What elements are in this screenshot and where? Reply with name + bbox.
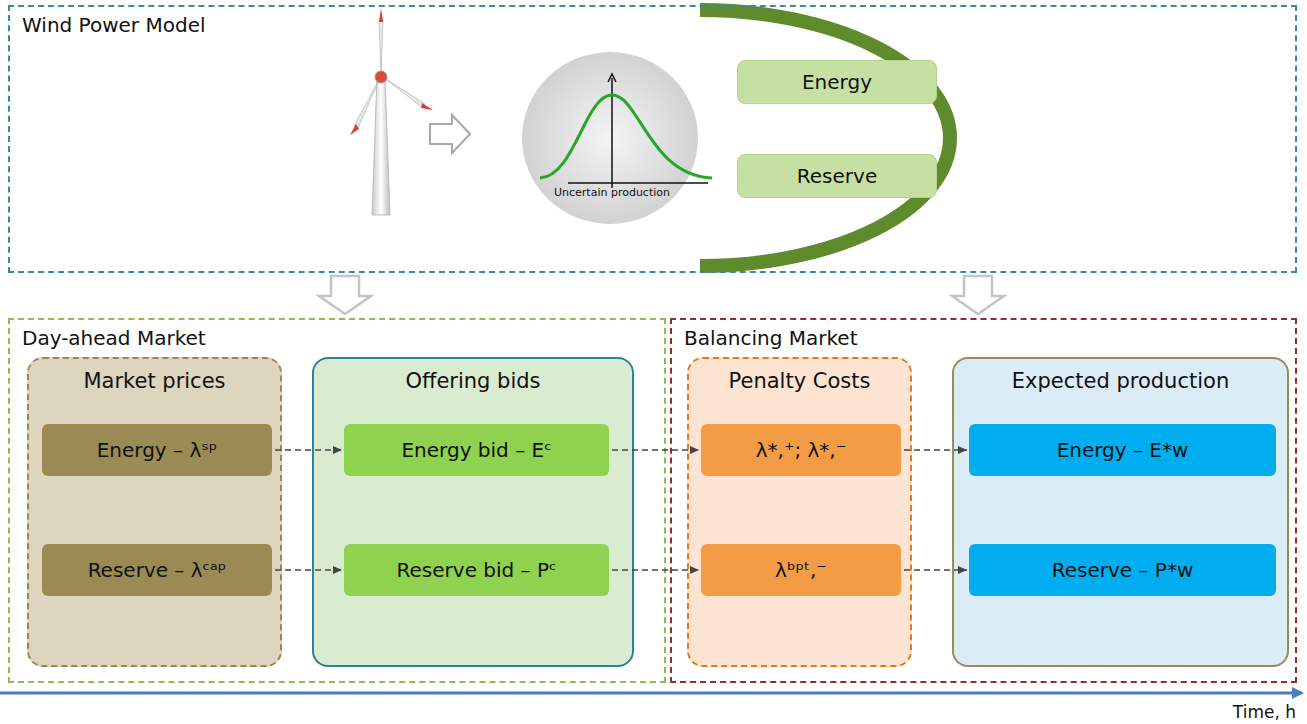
hollow-arrow	[319, 276, 371, 314]
dashed-arrow	[612, 449, 699, 451]
box-heading: Day-ahead Market	[22, 326, 206, 350]
box-heading: Penalty Costs	[689, 369, 910, 393]
group-box: Penalty Costs λ*,⁺; λ*,⁻ λᵇᵖᵗ,⁻	[687, 357, 912, 667]
penalty-box: λᵇᵖᵗ,⁻	[701, 544, 901, 596]
price-box: Reserve – λᶜᵃᵖ	[42, 544, 272, 596]
wind-turbine	[350, 8, 433, 215]
box-label: λᵇᵖᵗ,⁻	[775, 558, 827, 582]
box-label: λ*,⁺; λ*,⁻	[756, 438, 847, 462]
dashed-arrow	[275, 569, 342, 571]
grouping-arc	[700, 10, 950, 266]
box-label: Energy	[802, 70, 872, 94]
group-box: Offering bidsEnergy bid – Eᶜ Reserve bid …	[312, 357, 634, 667]
box-label: Energy bid – Eᶜ	[401, 438, 551, 462]
bid-box: Reserve bid – Pᶜ	[344, 544, 609, 596]
box-heading: Expected production	[954, 369, 1287, 393]
axis-label: Time, h	[1233, 702, 1296, 722]
output-pill: Energy	[737, 60, 937, 104]
box-heading: Offering bids	[314, 369, 632, 393]
group-box: Expected productionEnergy – E*wReserve –…	[952, 357, 1289, 667]
group-box: Market pricesEnergy – λˢᵖReserve – λᶜᵃᵖ	[27, 357, 282, 667]
penalty-box: λ*,⁺; λ*,⁻	[701, 424, 901, 476]
hollow-arrow	[952, 276, 1004, 314]
box-label: Reserve	[797, 164, 877, 188]
box-label: Reserve – P*w	[1052, 558, 1194, 582]
box-label: Energy – E*w	[1057, 438, 1189, 462]
production-box: Energy – E*w	[969, 424, 1276, 476]
price-box: Energy – λˢᵖ	[42, 424, 272, 476]
dashed-arrow	[904, 569, 967, 571]
box-heading: Balancing Market	[684, 326, 858, 350]
bid-box: Energy bid – Eᶜ	[344, 424, 609, 476]
dashed-arrow	[275, 449, 342, 451]
box-label: Energy – λˢᵖ	[97, 438, 218, 462]
box-label: Reserve – λᶜᵃᵖ	[88, 558, 227, 582]
distribution-plot	[522, 52, 712, 224]
market-panel: Day-ahead MarketMarket pricesEnergy – λˢ…	[8, 318, 666, 683]
production-box: Reserve – P*w	[969, 544, 1276, 596]
box-heading: Market prices	[29, 369, 280, 393]
output-pill: Reserve	[737, 154, 937, 198]
dashed-arrow	[904, 449, 967, 451]
box-heading: Wind Power Model	[22, 13, 206, 37]
axis-label: Uncertain production	[554, 186, 670, 199]
region-panel: Wind Power ModelEnergyReserve	[8, 5, 1297, 273]
market-panel: Balancing MarketPenalty Costs λ*,⁺; λ*,⁻ λ…	[670, 318, 1297, 683]
dashed-arrow	[612, 569, 699, 571]
box-label: Reserve bid – Pᶜ	[397, 558, 557, 582]
time-axis	[0, 692, 1302, 695]
hollow-arrow	[430, 115, 470, 153]
